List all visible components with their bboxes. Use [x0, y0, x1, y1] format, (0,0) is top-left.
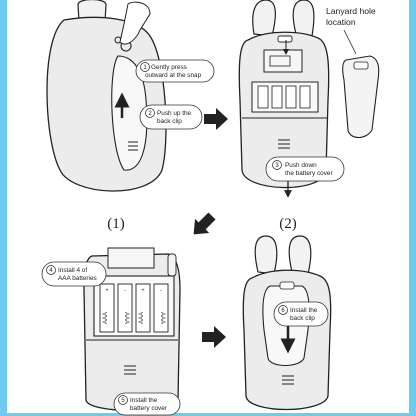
- panel-1-number: (1): [107, 216, 125, 232]
- lanyard-label: Lanyard hole location: [326, 6, 376, 54]
- callout-2-line1: Push up the: [157, 110, 192, 117]
- panel-1-device: [47, 0, 166, 191]
- battery-1-label: AAA: [103, 312, 109, 324]
- right-arrow-icon-2: [202, 326, 226, 348]
- callout-3-line1: Push down: [285, 162, 317, 169]
- callout-6-line2: back clip: [290, 315, 315, 322]
- battery-1-plus: +: [105, 288, 109, 294]
- callout-4-line2: AAA batteries: [58, 275, 97, 282]
- callout-4: 4 Install 4 of AAA batteries: [42, 262, 106, 286]
- battery-3-plus: +: [141, 288, 145, 294]
- callout-1-line2: outward at the snap: [145, 72, 202, 79]
- callout-1: 1 Gently press outward at the snap: [136, 60, 214, 82]
- callout-6: 6 Install the back clip: [274, 302, 328, 326]
- lanyard-line1: Lanyard hole: [326, 6, 376, 16]
- callout-2: 2 Push up the back clip: [140, 105, 202, 129]
- callout-2-line2: back clip: [157, 118, 182, 125]
- right-arrow-icon: [204, 108, 228, 130]
- callout-5-line1: Install the: [130, 397, 158, 404]
- callout-6-line1: Install the: [290, 307, 318, 314]
- battery-2-minus: -: [124, 288, 126, 294]
- callout-5: 5 Install the battery cover: [114, 393, 180, 415]
- battery-4-minus: -: [160, 288, 162, 294]
- panel-2-number: (2): [279, 216, 297, 232]
- callout-4-line1: Install 4 of: [58, 267, 87, 274]
- diagonal-arrow-icon: [187, 209, 220, 242]
- back-clip-illustration: [343, 56, 379, 138]
- callout-3: 3 Push down the battery cover: [266, 157, 344, 181]
- battery-3-label: AAA: [139, 312, 145, 324]
- callout-1-line1: Gently press: [151, 64, 187, 71]
- battery-4-label: AAA: [159, 312, 165, 324]
- callout-3-line2: the battery cover: [285, 170, 333, 177]
- callout-5-line2: battery cover: [130, 405, 168, 412]
- battery-2-label: AAA: [123, 312, 129, 324]
- lanyard-line2: location: [326, 17, 356, 27]
